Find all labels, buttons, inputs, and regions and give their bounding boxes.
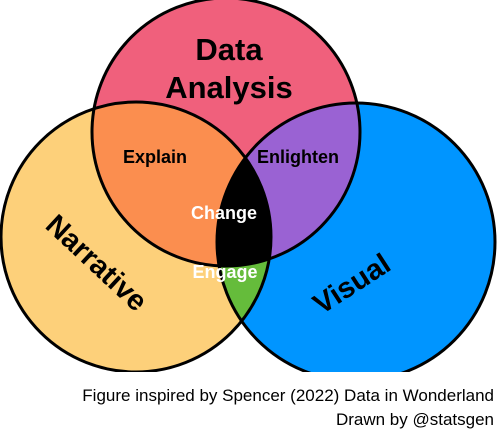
- data-analysis-label-line1: Data: [195, 32, 263, 67]
- caption-line-1: Figure inspired by Spencer (2022) Data i…: [82, 386, 494, 405]
- engage-label: Engage: [192, 262, 257, 282]
- venn-diagram: Data Analysis Narrative Visual Explain E…: [0, 0, 497, 372]
- enlighten-label: Enlighten: [257, 147, 339, 167]
- data-analysis-outline: [90, 0, 362, 268]
- data-analysis-label-line2: Analysis: [165, 70, 293, 105]
- visual-outline: [215, 101, 497, 372]
- change-label: Change: [191, 203, 257, 223]
- narrative-outline: [0, 100, 273, 372]
- explain-label: Explain: [123, 147, 187, 167]
- caption-line-2: Drawn by @statsgen: [335, 410, 494, 429]
